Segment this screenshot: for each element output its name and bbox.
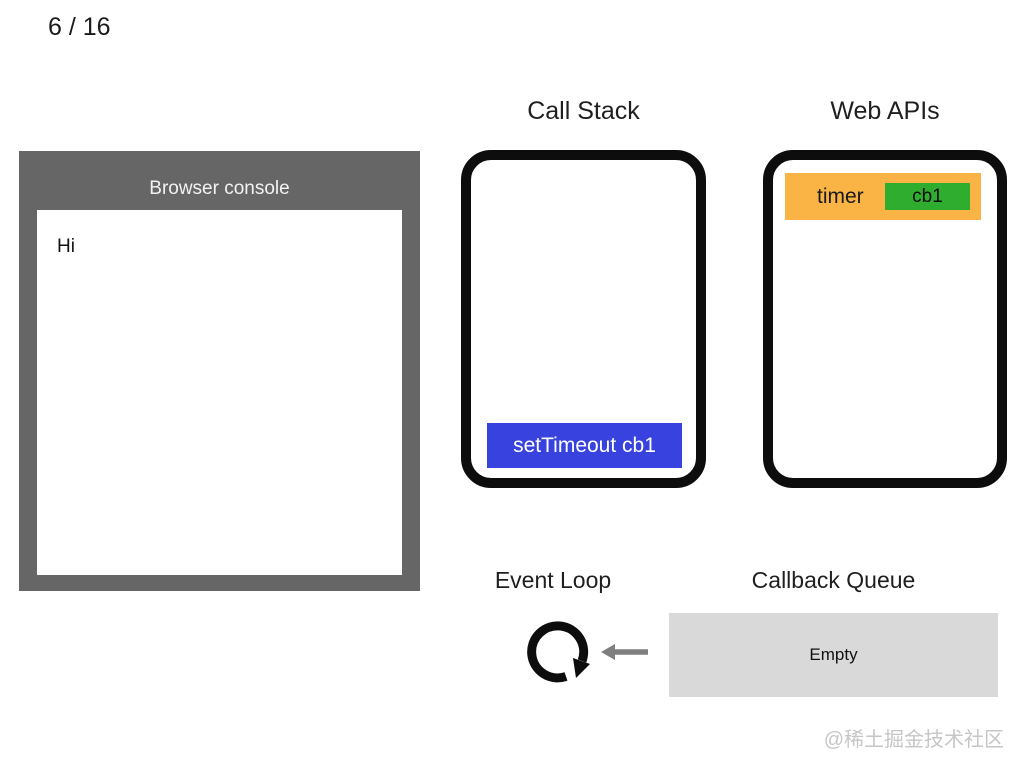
browser-console-output: Hi (37, 210, 402, 575)
callback-queue-status: Empty (809, 645, 858, 664)
queue-to-loop-arrow-icon (601, 644, 648, 660)
call-stack-frame: setTimeout cb1 (487, 423, 682, 468)
console-log-line: Hi (57, 236, 75, 257)
callback-queue-title: Callback Queue (751, 567, 916, 593)
call-stack-title: Call Stack (527, 97, 640, 125)
timer-label: timer (817, 184, 864, 208)
callback-queue-box: Empty (669, 613, 998, 697)
watermark: @稀土掘金技术社区 (823, 729, 1004, 751)
browser-console-panel: Browser console Hi (19, 151, 420, 591)
web-apis-container: timer cb1 (763, 150, 1007, 488)
call-stack-container: setTimeout cb1 (461, 150, 706, 488)
slide-page-indicator: 6 / 16 (48, 13, 111, 41)
event-loop-title: Event Loop (494, 567, 612, 593)
browser-console-title: Browser console (149, 178, 290, 199)
web-api-timer-task: timer cb1 (785, 173, 981, 220)
event-loop-rotation-icon (527, 621, 590, 683)
web-apis-title: Web APIs (830, 97, 940, 125)
timer-callback-badge: cb1 (885, 183, 970, 210)
